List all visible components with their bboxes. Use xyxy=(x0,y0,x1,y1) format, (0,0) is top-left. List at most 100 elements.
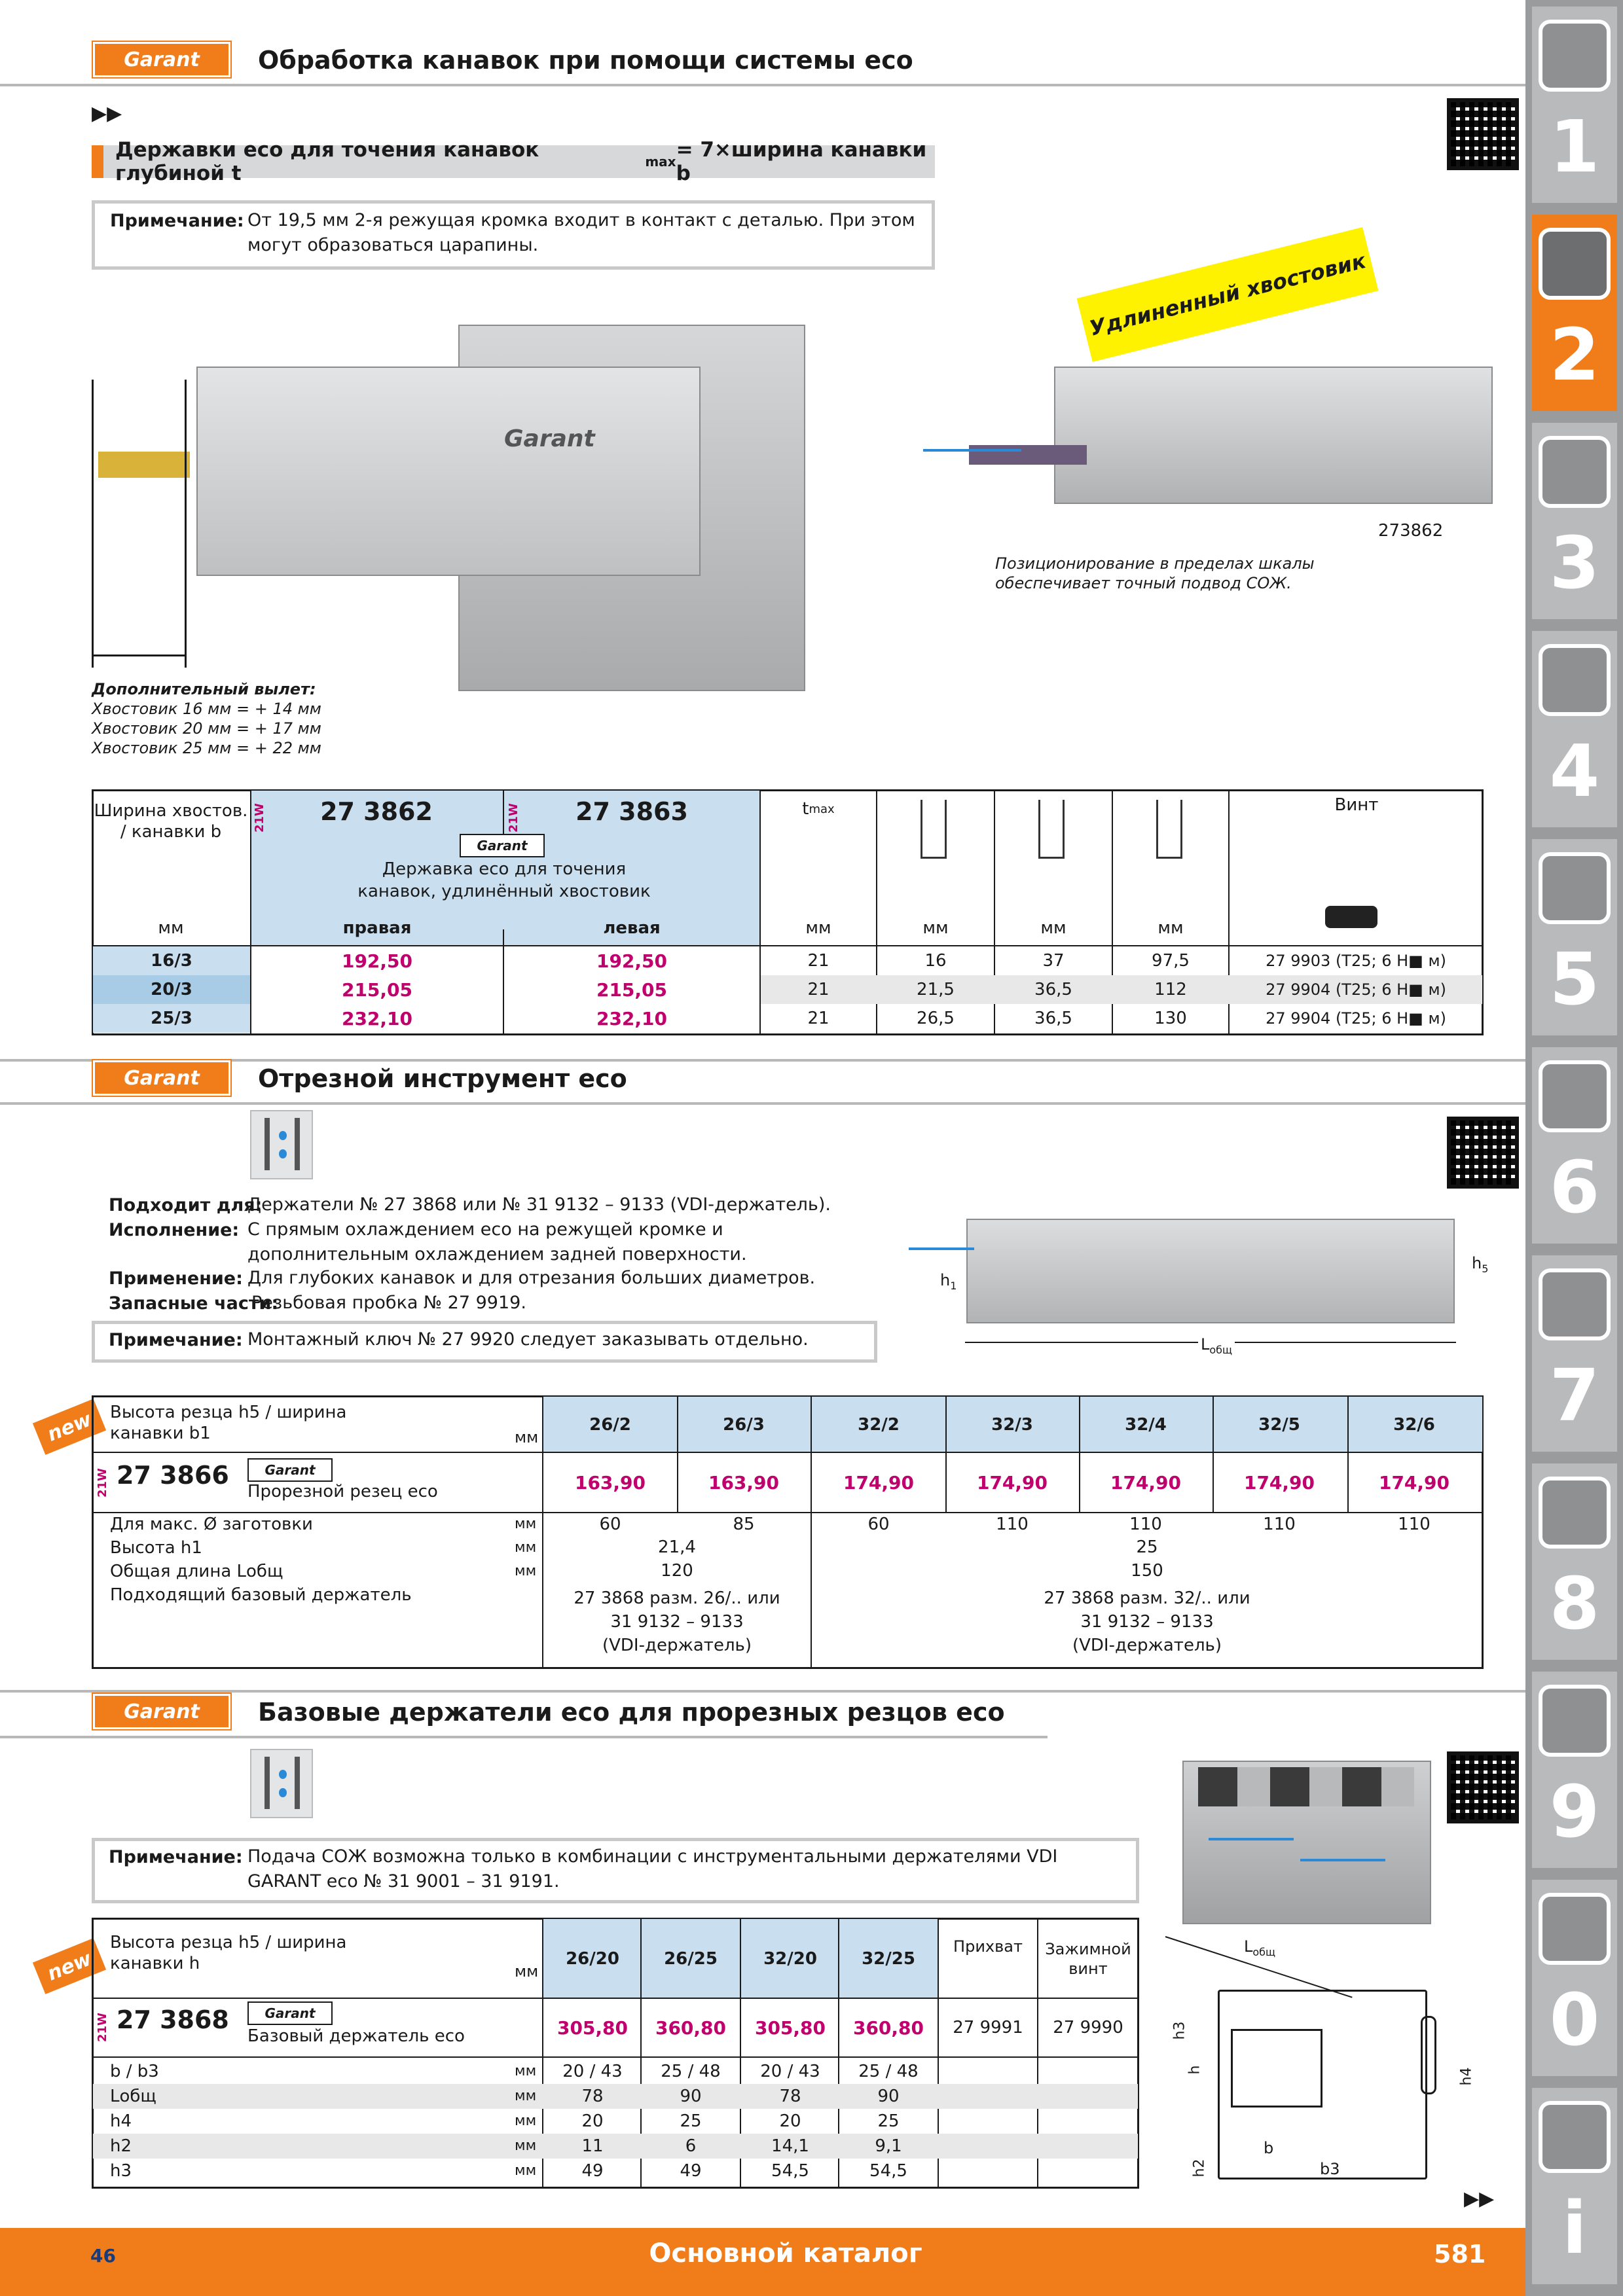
engraved-logo: Garant xyxy=(504,425,595,452)
value-cell: 25 xyxy=(680,2111,702,2131)
note-box xyxy=(92,200,935,270)
row-label: h4 xyxy=(110,2111,132,2131)
maxdia-cell: 60 xyxy=(867,1515,890,1534)
row-stripe xyxy=(761,975,1482,1004)
dim-cell: 36,5 xyxy=(1034,980,1072,999)
garant-small-logo: Garant xyxy=(460,834,545,857)
value-cell: 25 xyxy=(877,2111,900,2131)
right-label: правая xyxy=(342,918,412,938)
insert-tip xyxy=(98,452,190,478)
chapter-icon-1 xyxy=(1539,20,1611,92)
value-cell: 49 xyxy=(680,2161,702,2181)
value-cell: 90 xyxy=(680,2087,702,2106)
unit: мм xyxy=(515,1539,537,1556)
chapter-number: 7 xyxy=(1549,1354,1600,1437)
price-cell: 163,90 xyxy=(574,1471,646,1494)
dim-h4: h4 xyxy=(1458,2067,1475,2086)
chapter-number: 5 xyxy=(1549,937,1600,1021)
dim-line xyxy=(185,380,187,668)
value-cell: 20 xyxy=(779,2111,801,2131)
note-box xyxy=(92,1838,1139,1903)
size-header-cell: 32/4 xyxy=(1125,1415,1167,1435)
row-label: h3 xyxy=(110,2161,132,2181)
code-21w: 21W xyxy=(96,1468,109,1498)
chapter-number: 1 xyxy=(1549,105,1600,188)
chapter-icon-8 xyxy=(1539,1477,1611,1549)
chapter-number: 3 xyxy=(1549,521,1600,605)
chapter-number: 0 xyxy=(1549,1978,1600,2062)
qr-code-icon[interactable] xyxy=(1447,98,1519,170)
garant-logo: Garant xyxy=(92,41,232,79)
value-cell: 49 xyxy=(581,2161,604,2181)
chapter-number: i xyxy=(1562,2186,1587,2270)
dim-h5: h5 xyxy=(1472,1254,1489,1275)
value-cell: 54,5 xyxy=(771,2161,809,2181)
chapter-number: 4 xyxy=(1549,729,1600,813)
screw-icon xyxy=(1325,906,1377,928)
chapter-icon-7 xyxy=(1539,1268,1611,1340)
qr-code-icon[interactable] xyxy=(1447,1117,1519,1189)
size-header-cell: 32/2 xyxy=(858,1415,900,1435)
size-cell: 16/3 xyxy=(93,946,250,975)
unit: мм xyxy=(922,918,949,938)
value-cell: 20 / 43 xyxy=(760,2062,820,2081)
dim-cell: 21,5 xyxy=(917,980,955,999)
value-cell: 14,1 xyxy=(771,2136,809,2156)
page-number-right: 581 xyxy=(1434,2240,1486,2269)
garant-logo: Garant xyxy=(92,1059,232,1097)
coolant-arrow-icon xyxy=(923,449,1021,452)
unit: мм xyxy=(515,1563,537,1579)
base-holder-table xyxy=(92,1918,1139,2189)
price-cell: 174,90 xyxy=(1243,1471,1315,1494)
chapter-number: 2 xyxy=(1549,313,1600,397)
dim-l: Lобщ xyxy=(1244,1937,1276,1958)
dim-l: Lобщ xyxy=(1198,1335,1235,1356)
coolant-arrow-icon xyxy=(1209,1838,1294,1840)
price-cell: 174,90 xyxy=(976,1471,1048,1494)
holder-label: Подходящий базовый держатель xyxy=(110,1585,412,1605)
chapter-icon-3 xyxy=(1539,436,1611,508)
size-header-cell: 26/20 xyxy=(566,1949,619,1969)
garant-small-logo: Garant xyxy=(247,1458,333,1482)
chapter-icon-6 xyxy=(1539,1060,1611,1132)
note-box xyxy=(92,1321,877,1363)
tmax-cell: 21 xyxy=(807,980,830,999)
chapter-icon-2 xyxy=(1539,228,1611,300)
section-divider xyxy=(0,84,1525,86)
clamp-number: 27 9991 xyxy=(953,2018,1023,2037)
price-right: 192,50 xyxy=(341,950,413,972)
note-label: Примечание: xyxy=(109,1847,243,1867)
unit: мм xyxy=(515,2088,537,2104)
section-divider xyxy=(0,1690,1525,1693)
fits-text: Держатели № 27 3868 или № 31 9132 – 9133… xyxy=(247,1194,831,1215)
maxdia-cell: 110 xyxy=(1129,1515,1162,1534)
article-right: 27 3862 xyxy=(320,797,433,826)
row-stripe xyxy=(93,2134,1138,2159)
chapter-number: 9 xyxy=(1549,1770,1600,1854)
drawing-detail xyxy=(1231,2029,1322,2108)
value-cell: 9,1 xyxy=(875,2136,902,2156)
holder-slots xyxy=(1198,1767,1414,1806)
screw-header: Зажимной винт xyxy=(1045,1940,1131,1978)
value-cell: 25 / 48 xyxy=(858,2062,919,2081)
section-divider xyxy=(0,1736,1048,1738)
screw-cell: 27 9903 (T25; 6 Н■ м) xyxy=(1266,952,1446,970)
fits-label: Подходит для: xyxy=(109,1195,263,1215)
note-text: От 19,5 мм 2-я режущая кромка входит в к… xyxy=(247,210,915,255)
coolant-icon xyxy=(250,1749,313,1818)
chapter-icon-9 xyxy=(1539,1685,1611,1757)
page-number-left: 46 xyxy=(90,2245,116,2267)
price-cell: 360,80 xyxy=(852,2017,924,2039)
dim-cell: 130 xyxy=(1154,1009,1187,1028)
product-description: Базовый держатель eco xyxy=(247,2026,465,2046)
overhang-line: Хвостовик 16 мм = + 14 мм xyxy=(92,700,321,718)
col-width-header: Ширина хвостов. / канавки b xyxy=(94,801,248,842)
left-label: левая xyxy=(603,918,661,938)
subhead-text: Державки eco для точения канавок глубино… xyxy=(115,138,539,185)
section-divider xyxy=(0,1059,1525,1062)
screw-cell: 27 9904 (T25; 6 Н■ м) xyxy=(1266,980,1446,999)
value-cell: 54,5 xyxy=(869,2161,907,2181)
qr-code-icon[interactable] xyxy=(1447,1751,1519,1823)
price-right: 215,05 xyxy=(341,978,413,1001)
